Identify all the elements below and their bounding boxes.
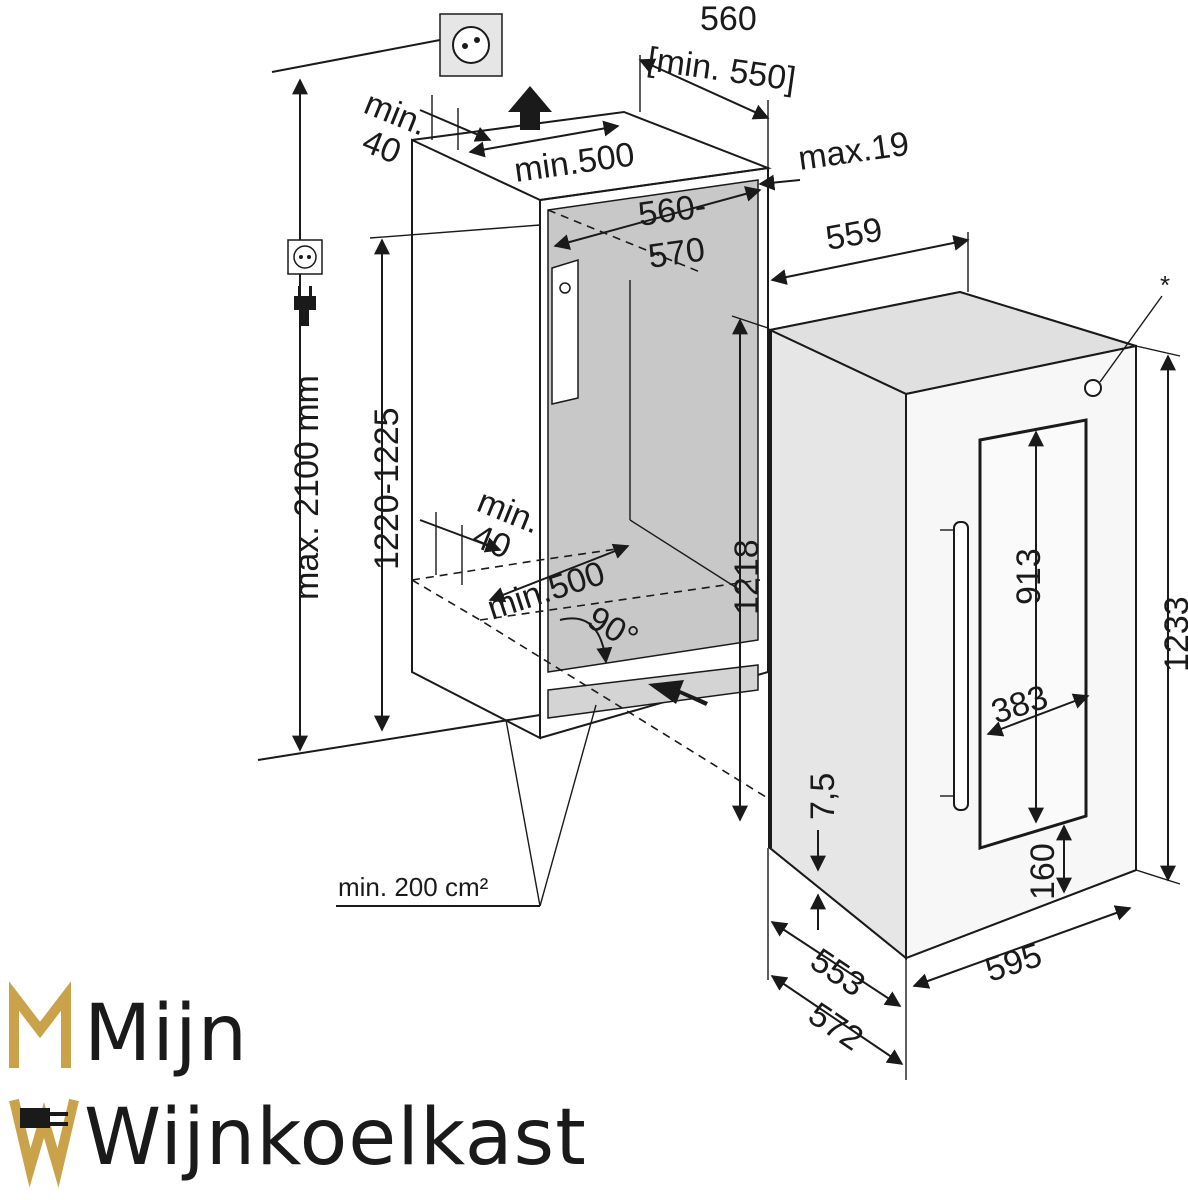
power-plug-icon bbox=[294, 286, 316, 326]
air-outlet-arrow-icon bbox=[508, 86, 552, 130]
wall-socket-icon bbox=[439, 13, 503, 77]
d75-label: 7,5 bbox=[804, 773, 842, 820]
max-height-label: max. 2100 mm bbox=[288, 375, 326, 600]
wine-cooler-appliance bbox=[766, 290, 1137, 961]
h160-label: 160 bbox=[1024, 843, 1062, 900]
air-inlet-arrow-icon bbox=[648, 680, 708, 706]
logo-line-1: Mijn bbox=[84, 989, 249, 1079]
asterisk-label: * bbox=[1160, 270, 1170, 300]
w595-label: 595 bbox=[981, 936, 1047, 990]
h1233-label: 1233 bbox=[1158, 596, 1188, 672]
vent-area-label: min. 200 cm² bbox=[338, 872, 489, 902]
niche-height-label: 1220-1225 bbox=[368, 407, 406, 570]
socket-small-icon bbox=[287, 239, 323, 275]
width-559-label: 559 bbox=[823, 211, 885, 258]
inner-depth-b-label: 570 bbox=[646, 230, 707, 276]
inner-depth-a-label: 560- bbox=[636, 187, 709, 234]
logo-mark bbox=[9, 981, 79, 1188]
logo-line-2: Wijnkoelkast bbox=[84, 1093, 587, 1183]
h913-label: 913 bbox=[1010, 548, 1048, 605]
height-1218-label: 1218 bbox=[728, 539, 766, 615]
d572-label: 572 bbox=[802, 995, 870, 1058]
d553-label: 553 bbox=[804, 941, 872, 1004]
door-handle-icon bbox=[940, 521, 969, 811]
depth-top-label: 560 bbox=[700, 0, 757, 38]
depth-top-min-label: [min. 550] bbox=[645, 40, 798, 98]
max19-label: max.19 bbox=[796, 125, 912, 178]
